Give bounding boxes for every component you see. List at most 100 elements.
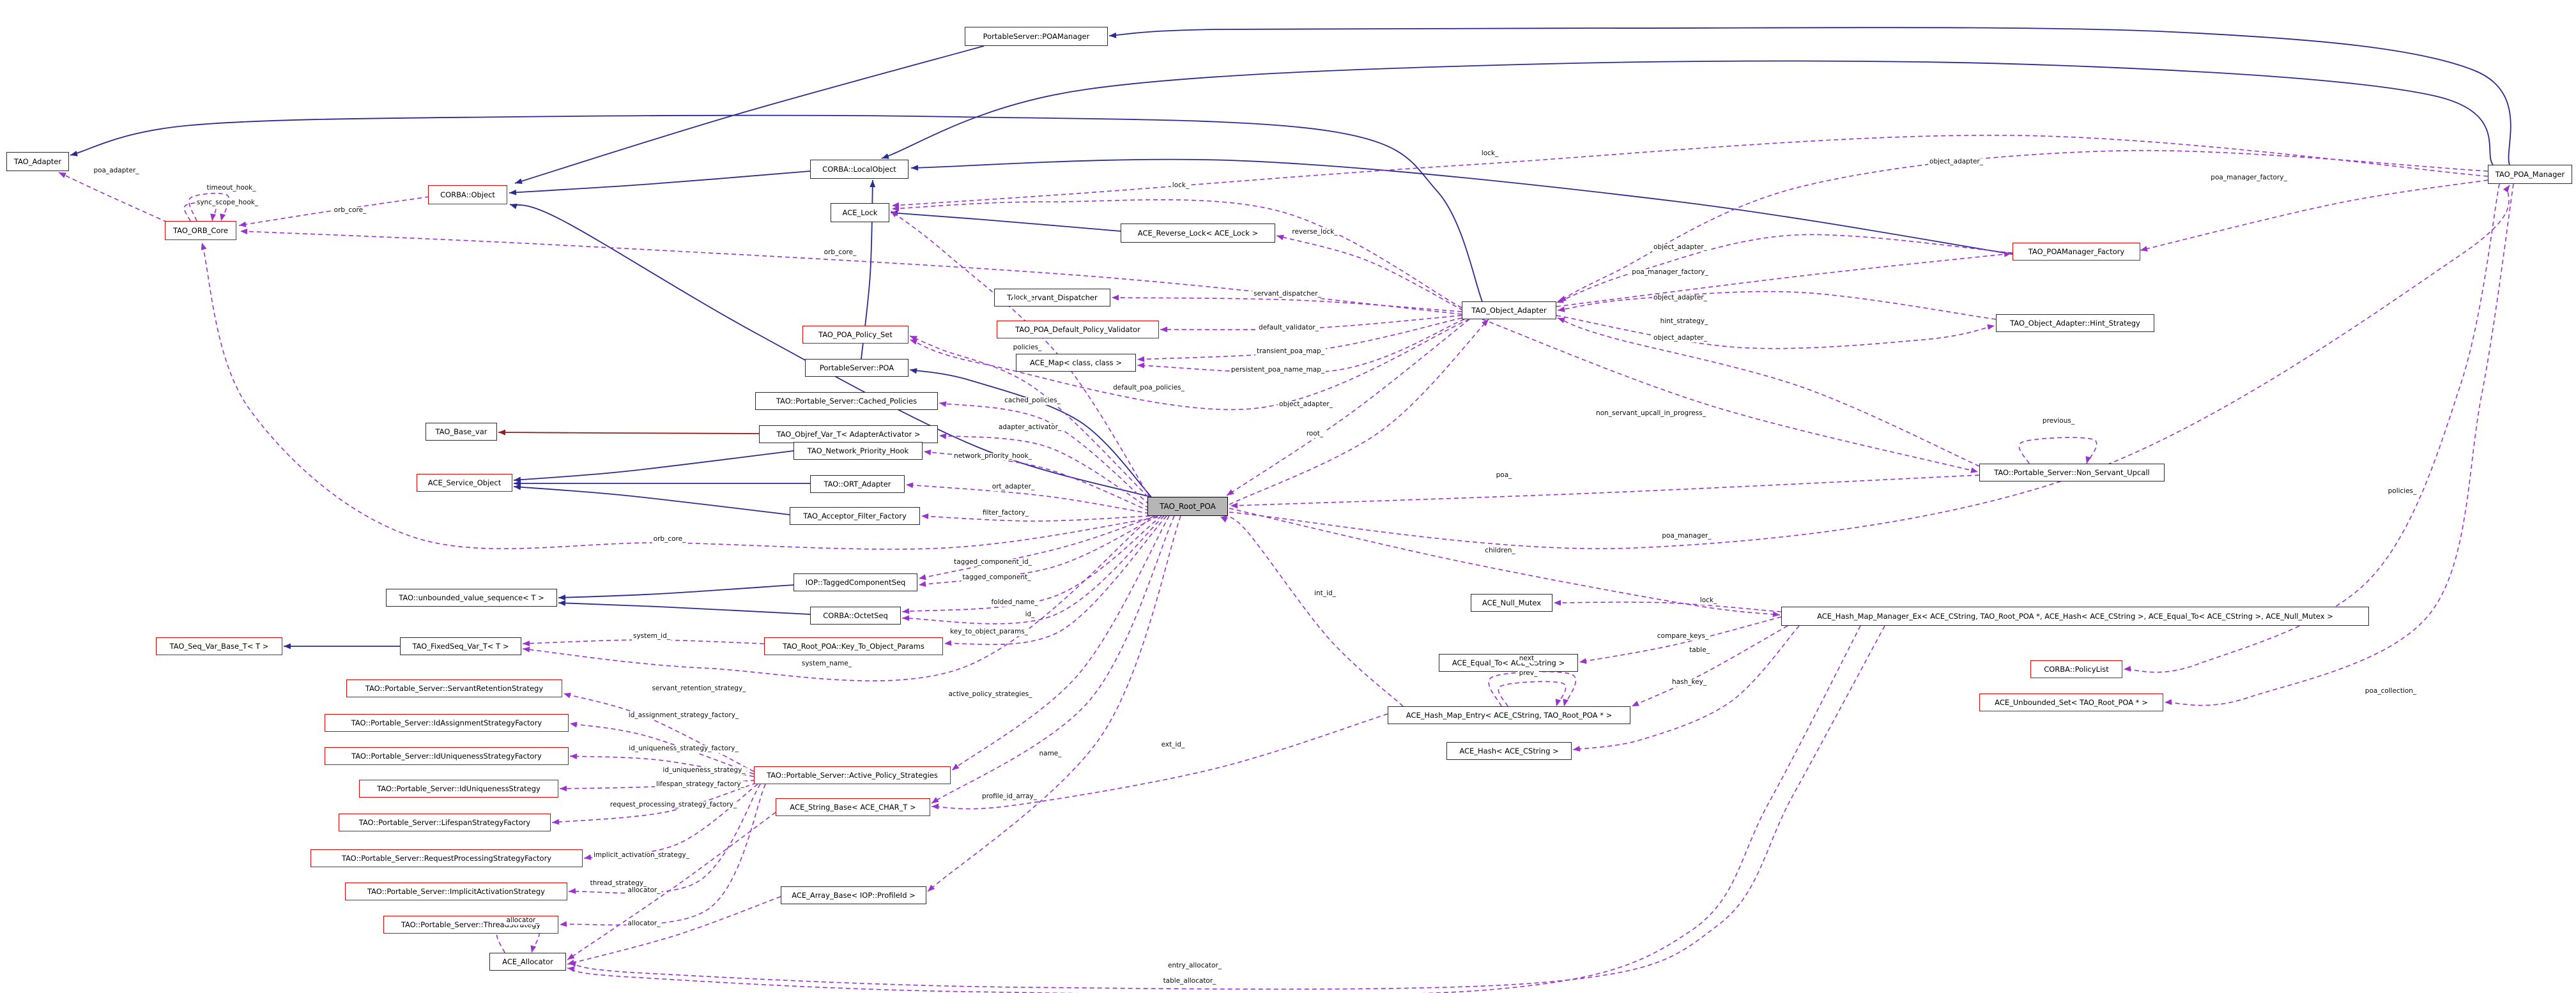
node-key-to-object-params[interactable]: TAO_Root_POA::Key_To_Object_Params	[764, 637, 943, 655]
node-seq-var-base[interactable]: TAO_Seq_Var_Base_T< T >	[156, 637, 282, 655]
node-active-policy-strategies[interactable]: TAO::Portable_Server::Active_Policy_Stra…	[754, 766, 951, 784]
edge-prev_	[1488, 671, 1577, 707]
arrowhead	[514, 476, 521, 483]
arrowhead	[1558, 317, 1565, 324]
edge-profile_id_array_	[927, 515, 1181, 892]
node-non-servant-upcall[interactable]: TAO::Portable_Server::Non_Servant_Upcall	[1979, 464, 2165, 481]
node-ace-lock[interactable]: ACE_Lock	[831, 203, 889, 222]
node-tao-adapter[interactable]: TAO_Adapter	[6, 152, 69, 171]
arrowhead	[2004, 251, 2011, 257]
edge-ext_id_	[931, 713, 1388, 810]
arrowhead	[558, 595, 566, 601]
node-tao-object-adapter[interactable]: TAO_Object_Adapter	[1462, 301, 1556, 319]
node-unbounded-value-sequence[interactable]: TAO::unbounded_value_sequence< T >	[386, 589, 557, 607]
arrowhead	[1579, 658, 1587, 664]
arrowhead	[240, 228, 248, 234]
edge-active_policy_strategies_	[951, 515, 1170, 771]
node-tao-root-poa[interactable]: TAO_Root_POA	[1147, 497, 1228, 516]
edge-objref-var-to-tao-base-var	[498, 429, 760, 436]
arrowhead	[1160, 326, 1168, 333]
node-corba-policylist[interactable]: CORBA::PolicyList	[2030, 660, 2122, 678]
arrowhead	[569, 960, 576, 967]
node-ps-poa[interactable]: PortableServer::POA	[805, 359, 908, 377]
arrowhead	[1772, 611, 1780, 618]
arrowhead	[1987, 324, 1995, 330]
node-cached-policies[interactable]: TAO::Portable_Server::Cached_Policies	[755, 392, 938, 410]
edge-label-default_poa_policies_: default_poa_policies_	[1112, 384, 1186, 392]
arrowhead	[498, 429, 506, 436]
arrowhead	[939, 433, 947, 439]
edge-allocator_	[567, 812, 776, 960]
node-acceptor-filter-factory[interactable]: TAO_Acceptor_Filter_Factory	[790, 507, 920, 525]
edge-label-persistent_poa_name_map_: persistent_poa_name_map_	[1229, 366, 1326, 374]
node-ps-poamanager[interactable]: PortableServer::POAManager	[965, 27, 1108, 46]
node-tao-poa-policy-set[interactable]: TAO_POA_Policy_Set	[802, 326, 908, 344]
node-ace-reverse-lock[interactable]: ACE_Reverse_Lock< ACE_Lock >	[1121, 224, 1275, 243]
node-fixedseq-var[interactable]: TAO_FixedSeq_Var_T< T >	[400, 637, 521, 655]
node-network-priority-hook[interactable]: TAO_Network_Priority_Hook	[793, 442, 923, 460]
edge-ace-reverse-lock-to-ace-lock	[890, 210, 1121, 232]
node-ace-equal-to[interactable]: ACE_Equal_To< ACE_CString >	[1439, 654, 1578, 672]
node-ace-null-mutex[interactable]: ACE_Null_Mutex	[1471, 594, 1552, 612]
node-hash-map-manager[interactable]: ACE_Hash_Map_Manager_Ex< ACE_CString, TA…	[1781, 607, 2369, 626]
edge-non_servant_upcall_in_progress_	[1482, 319, 1979, 473]
node-id-uniqueness-strategy[interactable]: TAO::Portable_Server::IdUniquenessStrate…	[359, 780, 558, 798]
node-hint-strategy[interactable]: TAO_Object_Adapter::Hint_Strategy	[1996, 314, 2154, 332]
node-corba-localobject[interactable]: CORBA::LocalObject	[810, 160, 908, 179]
node-ace-service-object[interactable]: ACE_Service_Object	[417, 474, 512, 492]
arrowhead	[910, 368, 917, 374]
edge-label-cached_policies_: cached_policies_	[1003, 397, 1062, 405]
edge-poa_	[1230, 474, 1980, 509]
node-lifespan-strategy-factory[interactable]: TAO::Portable_Server::LifespanStrategyFa…	[339, 814, 551, 831]
edge-label-profile_id_array_: profile_id_array_	[980, 792, 1039, 801]
node-ace-unbounded-set[interactable]: ACE_Unbounded_Set< TAO_Root_POA * >	[1979, 694, 2163, 711]
edge-orb_core_	[201, 242, 1158, 550]
edge-poamanager-factory-to-corba-localobject	[910, 158, 2013, 255]
edge-label-poa_: poa_	[1494, 471, 1514, 480]
edge-orb_core_	[238, 196, 430, 227]
node-ace-string-base[interactable]: ACE_String_Base< ACE_CHAR_T >	[776, 798, 930, 816]
node-ort-adapter[interactable]: TAO::ORT_Adapter	[810, 475, 905, 493]
arrowhead	[530, 945, 537, 953]
arrowhead	[552, 819, 560, 825]
node-hash-map-entry[interactable]: ACE_Hash_Map_Entry< ACE_CString, TAO_Roo…	[1388, 706, 1630, 724]
node-tagged-component-seq[interactable]: IOP::TaggedComponentSeq	[793, 573, 917, 591]
node-id-assignment-strategy-factory[interactable]: TAO::Portable_Server::IdAssignmentStrate…	[325, 714, 569, 732]
arrowhead	[1573, 745, 1581, 752]
edge-servant_dispatcher_	[1111, 294, 1462, 312]
node-id-uniqueness-strategy-factory[interactable]: TAO::Portable_Server::IdUniquenessStrate…	[325, 747, 569, 765]
node-ace-allocator[interactable]: ACE_Allocator	[489, 953, 566, 971]
node-objref-var[interactable]: TAO_Objref_Var_T< AdapterActivator >	[759, 425, 938, 443]
node-tao-poa-manager[interactable]: TAO_POA_Manager	[2488, 165, 2572, 184]
node-tao-orb-core[interactable]: TAO_ORB_Core	[165, 221, 236, 240]
edge-fixedseq-var-to-seq-var-base	[284, 643, 400, 649]
edge-label-non_servant_upcall_in_progress_: non_servant_upcall_in_progress_	[1595, 409, 1707, 418]
edge-label-id_uniqueness_strategy_factory_: id_uniqueness_strategy_factory_	[627, 745, 740, 753]
node-servant-retention-strategy[interactable]: TAO::Portable_Server::ServantRetentionSt…	[346, 679, 562, 697]
edge-cached_policies_	[939, 401, 1150, 505]
edge-label-allocator_: allocator_	[626, 920, 662, 928]
node-corba-octetseq[interactable]: CORBA::OctetSeq	[810, 607, 901, 625]
node-tao-servant-dispatcher[interactable]: TAO_Servant_Dispatcher	[994, 289, 1110, 307]
node-request-processing-strategy-factory[interactable]: TAO::Portable_Server::RequestProcessingS…	[310, 849, 583, 867]
edge-label-lock_: lock_	[1012, 294, 1032, 302]
node-ace-hash[interactable]: ACE_Hash< ACE_CString >	[1446, 742, 1572, 760]
arrowhead	[921, 513, 929, 519]
node-tao-poa-default-policy-validator[interactable]: TAO_POA_Default_Policy_Validator	[997, 321, 1159, 338]
node-tao-base-var[interactable]: TAO_Base_var	[425, 423, 497, 441]
edge-label-name_: name_	[1038, 750, 1063, 758]
edge-label-lock_: lock_	[1480, 149, 1500, 158]
edge-label-ext_id_: ext_id_	[1160, 741, 1186, 749]
edge-label-servant_retention_strategy_: servant_retention_strategy_	[650, 685, 747, 693]
arrowhead	[2085, 456, 2092, 464]
arrowhead	[882, 153, 889, 159]
node-ace-map[interactable]: ACE_Map< class, class >	[1016, 354, 1136, 372]
node-poamanager-factory[interactable]: TAO_POAManager_Factory	[2012, 243, 2140, 261]
edge-label-orb_core_: orb_core_	[332, 206, 368, 215]
arrowhead	[2165, 699, 2172, 705]
edge-compare_keys_	[1579, 616, 1782, 664]
edge-tagged_component_id_	[918, 515, 1156, 580]
node-ace-array-base[interactable]: ACE_Array_Base< IOP::ProfileId >	[781, 886, 926, 904]
node-implicit-activation-strategy[interactable]: TAO::Portable_Server::ImplicitActivation…	[345, 883, 567, 900]
node-corba-object[interactable]: CORBA::Object	[428, 185, 507, 204]
